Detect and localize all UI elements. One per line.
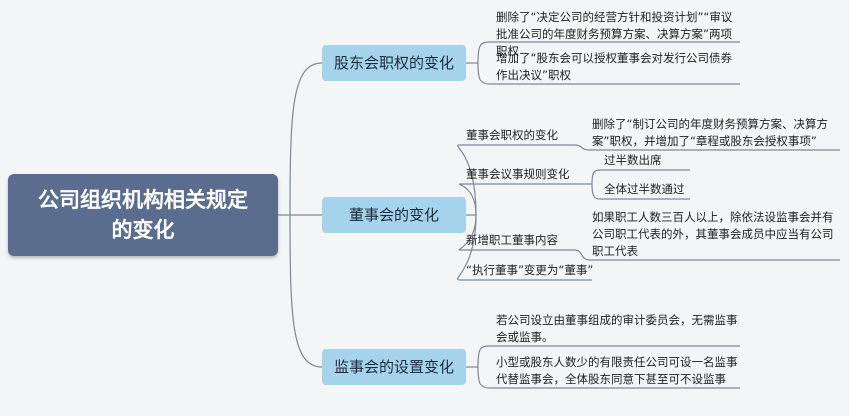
branch-board[interactable]: 董事会的变化 (322, 197, 466, 233)
leaf-b1-2[interactable]: 增加了“股东会可以授权董事会对发行公司债券作出决议”职权 (496, 51, 732, 82)
edge-b1-leaf2 (477, 62, 740, 85)
branch-supervisory-board[interactable]: 监事会的设置变化 (322, 349, 466, 385)
sub-executive-director[interactable]: “执行董事”变更为“董事” (466, 263, 594, 277)
sub-employee-director[interactable]: 新增职工董事内容 (466, 233, 558, 247)
leaf-sub2-1[interactable]: 过半数出席 (604, 153, 662, 167)
edge-root-branch1 (289, 62, 323, 216)
edge-root-branch3 (289, 214, 323, 368)
branch-label: 董事会的变化 (348, 206, 439, 224)
root-topic-label: 公司组织机构相关规定的变化 (38, 188, 248, 242)
leaf-b3-1[interactable]: 若公司设立由董事组成的审计委员会，无需监事会或监事。 (496, 313, 738, 344)
edge-sub2-leaf2 (591, 183, 690, 200)
leaf-sub3[interactable]: 如果职工人数三百人以上，除依法设监事会并有公司职工代表的外，其董事会成员中应当有… (592, 210, 834, 258)
branch-label: 股东会职权的变化 (333, 54, 454, 72)
edge-b2-sub2 (458, 183, 585, 216)
leaf-b3-2[interactable]: 小型或股东人数少的有限责任公司可设一名监事代替监事会，全体股东同意下甚至可不设监… (496, 355, 738, 386)
root-topic[interactable]: 公司组织机构相关规定的变化 (8, 174, 278, 256)
branch-label: 监事会的设置变化 (333, 358, 454, 376)
edge-b2-sub1 (457, 144, 575, 216)
edge-sub1-leaf (574, 144, 840, 151)
leaf-sub2-2[interactable]: 全体过半数通过 (604, 182, 685, 196)
edge-b2-sub4 (457, 214, 592, 281)
edge-b3-leaf2 (477, 366, 740, 389)
sub-board-rules[interactable]: 董事会议事规则变化 (466, 167, 570, 181)
sub-board-powers[interactable]: 董事会职权的变化 (466, 128, 558, 142)
leaf-b1-1[interactable]: 删除了“决定公司的经营方针和投资计划”“审议批准公司的年度财务预算方案、决算方案… (496, 10, 733, 58)
edge-b1-leaf1 (477, 41, 740, 64)
edge-sub2-leaf1 (591, 169, 690, 185)
leaf-sub1[interactable]: 删除了“制订公司的年度财务预算方案、决算方案”职权，并增加了“章程或股东会授权事… (592, 117, 828, 148)
edge-b3-leaf1 (477, 345, 740, 368)
edge-sub3-leaf (574, 249, 840, 261)
branch-shareholders-meeting[interactable]: 股东会职权的变化 (322, 45, 466, 81)
